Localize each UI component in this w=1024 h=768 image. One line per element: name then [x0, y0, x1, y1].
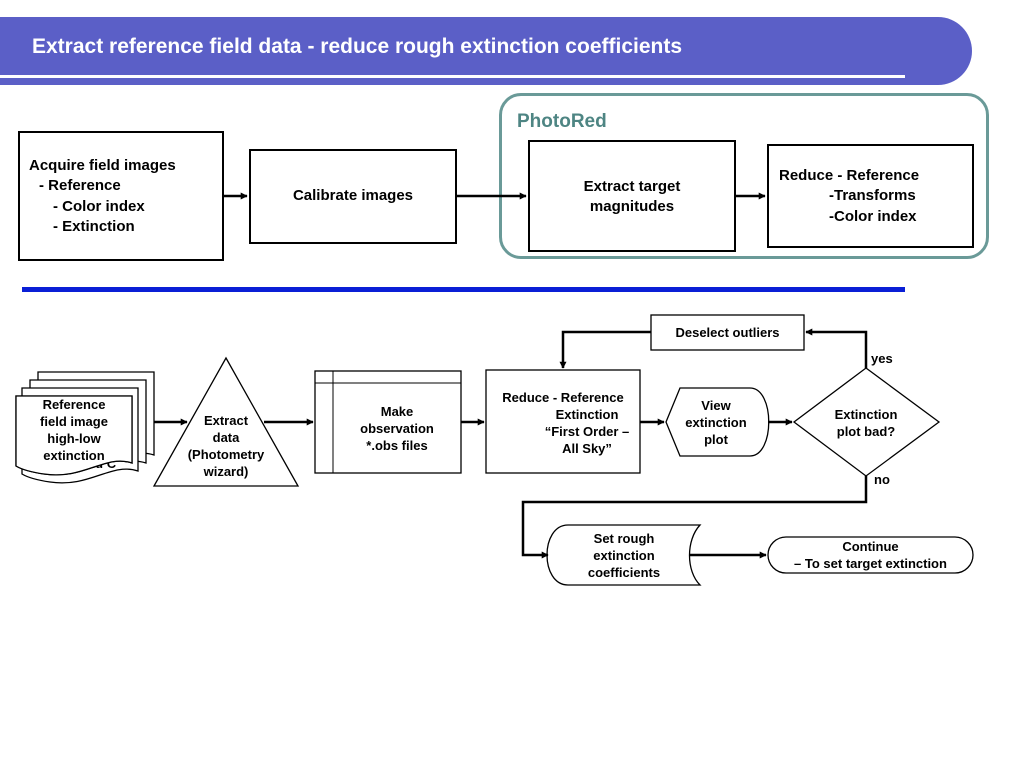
arrow-deselect-to-reduce	[559, 330, 651, 369]
view-extinction-plot-shape	[665, 387, 770, 457]
title-underline	[0, 75, 905, 78]
reduce-first-order-line-1: Reduce - Reference	[502, 390, 624, 405]
set-rough-line-1: Set rough	[593, 531, 655, 546]
make-obs-line-1: Make	[380, 404, 414, 419]
reduce-first-order-line-3: “First Order –	[544, 424, 630, 439]
acquire-line-2: - Reference	[39, 177, 121, 194]
reduce-reference-box	[767, 144, 974, 248]
decision-line-1: Extinction	[834, 407, 898, 422]
extract-data-triangle	[152, 356, 300, 487]
view-plot-line-3: plot	[704, 432, 728, 447]
make-observation-box	[314, 370, 462, 474]
no-label: no	[874, 472, 890, 487]
reduce-first-order-line-2: Extinction	[555, 407, 619, 422]
make-obs-line-2: observation	[360, 421, 434, 436]
arrow-no-to-set-rough	[521, 476, 868, 559]
continue-terminator	[767, 536, 974, 574]
continue-line-1: Continue	[842, 539, 899, 554]
reduce-reference-line-3: -Color index	[829, 208, 917, 225]
reduce-reference-line-2: -Transforms	[829, 187, 916, 204]
reduce-first-order-box	[485, 369, 641, 474]
view-plot-line-1: View	[701, 398, 731, 413]
reduce-reference-line-1: Reduce - Reference	[779, 167, 920, 184]
set-rough-shape	[546, 524, 702, 586]
page-title: Extract reference field data - reduce ro…	[32, 35, 683, 58]
extract-target-line-1: Extract target	[583, 178, 681, 195]
title-bar	[0, 17, 972, 85]
calibrate-images-box	[249, 149, 457, 244]
deselect-outliers-label: Deselect outliers	[675, 325, 780, 340]
extract-data-line-2: data	[212, 430, 240, 445]
extract-data-line-4: wizard)	[203, 464, 249, 479]
documents-line-2: field image	[40, 414, 108, 429]
extract-data-line-3: (Photometry	[187, 447, 265, 462]
acquire-line-3: - Color index	[53, 198, 145, 215]
make-obs-line-3: *.obs files	[366, 438, 428, 453]
documents-line-3: high-low	[47, 431, 101, 446]
section-divider	[22, 287, 905, 292]
decision-line-2: plot bad?	[836, 424, 896, 439]
extract-data-line-1: Extract	[203, 413, 249, 428]
photored-group-label: PhotoRed	[517, 111, 607, 132]
documents-line-1: Reference	[42, 397, 106, 412]
acquire-line-1: Acquire field images	[29, 157, 176, 174]
acquire-line-4: - Extinction	[53, 218, 135, 235]
arrow-yes-to-deselect	[805, 328, 868, 368]
photored-group-frame	[499, 93, 989, 259]
yes-label: yes	[871, 351, 893, 366]
continue-line-2: – To set target extinction	[794, 556, 947, 571]
set-rough-line-2: extinction	[593, 548, 655, 563]
extract-target-box	[528, 140, 736, 252]
acquire-field-images-box	[18, 131, 224, 261]
reduce-first-order-line-4: All Sky”	[562, 441, 612, 456]
set-rough-line-3: coefficients	[587, 565, 661, 580]
documents-line-4: extinction	[43, 448, 105, 463]
deselect-outliers-box	[650, 314, 805, 351]
calibrate-images-label: Calibrate images	[292, 187, 414, 204]
view-plot-line-2: extinction	[685, 415, 747, 430]
extract-target-line-2: magnitudes	[589, 198, 675, 215]
